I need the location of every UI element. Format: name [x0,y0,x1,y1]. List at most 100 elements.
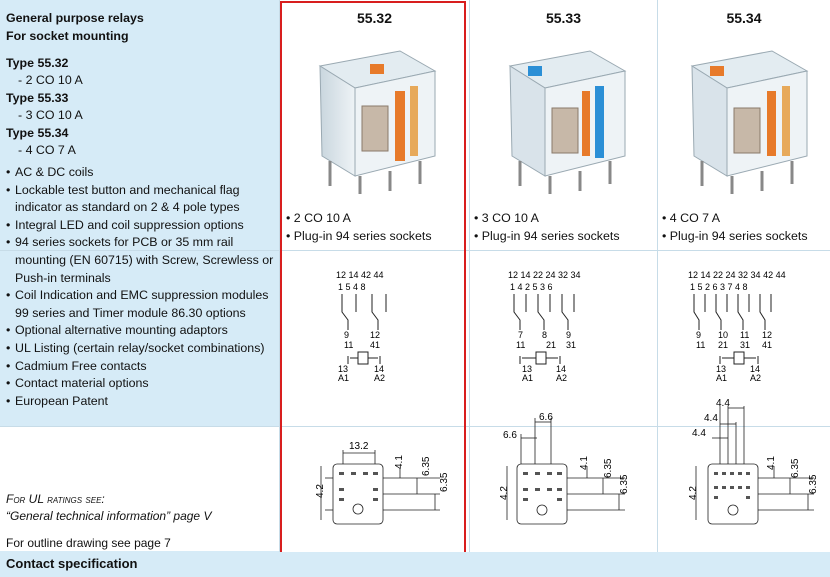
feature-socket: Plug-in 94 series sockets [662,227,808,245]
dim-label: 4.4 [704,413,718,424]
outline-drawing-55-34: 4.4 4.4 4.4 4.1 6.35 6.35 4.2 [688,398,819,525]
dim-label: 6.35 [808,474,819,494]
dim-label: 6.35 [790,458,801,478]
outline-note: For outline drawing see page 7 [6,536,171,550]
dim-label: 6.6 [503,430,517,441]
pin-label: 12 [762,330,772,340]
type-55-33-label: Type 55.33 [6,91,69,105]
feature-item: Optional alternative mounting adaptors [6,322,274,340]
dim-label: 4.2 [499,486,510,500]
dim-label: 6.6 [539,412,553,423]
dim-label: 4.1 [766,456,777,470]
type-55-34-spec: - 4 CO 7 A [18,143,76,157]
pin-label: 21 [546,340,556,350]
col-title-55-34: 55.34 [726,10,762,26]
coil-label: 13 [338,364,348,374]
dim-label: 13.2 [349,441,369,452]
outline-drawing-55-32: 13.2 4.1 6.35 6.35 4.2 [315,441,450,525]
dim-label: 4.1 [394,455,405,469]
dim-label: 4.2 [688,486,699,500]
coil-label: 13 [716,364,726,374]
feature-item: Lockable test button and mechanical flag… [6,182,274,217]
feature-item: Coil Indication and EMC suppression modu… [6,287,274,322]
coil-label: 14 [750,364,760,374]
feature-rating: 2 CO 10 A [286,209,432,227]
dim-label: 6.35 [439,472,450,492]
coil-label: A2 [750,373,761,383]
pin-label: 7 [518,330,523,340]
pin-label: 11 [344,340,353,350]
pin-labels-mid: 1 5 4 8 [338,282,366,292]
pin-labels-top: 12 14 22 24 32 34 [508,270,581,280]
coil-label: A1 [338,373,349,383]
dim-label: 6.35 [603,458,614,478]
dim-label: 6.35 [421,456,432,476]
pin-label: 8 [542,330,547,340]
coil-label: 14 [556,364,566,374]
feature-item: UL Listing (certain relay/socket combina… [6,340,274,358]
pin-label: 31 [740,340,750,350]
coil-label: A2 [374,373,385,383]
feature-socket: Plug-in 94 series sockets [286,227,432,245]
feature-socket: Plug-in 94 series sockets [474,227,620,245]
feature-list: AC & DC coils Lockable test button and m… [6,164,274,410]
coil-label: 13 [522,364,532,374]
type-55-34-label: Type 55.34 [6,126,69,140]
col-title-55-32: 55.32 [356,10,393,26]
selected-column-highlight [280,1,466,575]
dim-label: 4.1 [579,456,590,470]
wiring-diagram-55-33: 12 14 22 24 32 34 1 4 2 5 3 6 7 8 9 11 2… [508,270,581,383]
feature-item: Contact material options [6,375,274,393]
type-55-32-label: Type 55.32 [6,56,69,70]
pin-labels-mid: 1 4 2 5 3 6 [510,282,553,292]
features-55-32: 2 CO 10 A Plug-in 94 series sockets [286,209,432,245]
feature-item: 94 series sockets for PCB or 35 mm rail … [6,234,274,287]
feature-item: Integral LED and coil suppression option… [6,217,274,235]
feature-item: Cadmium Free contacts [6,358,274,376]
pin-label: 9 [566,330,571,340]
pin-label: 21 [718,340,728,350]
pin-labels-mid: 1 5 2 6 3 7 4 8 [690,282,748,292]
pin-label: 41 [370,340,380,350]
dim-label: 4.2 [315,484,326,498]
wiring-diagram-55-34: 12 14 22 24 32 34 42 44 1 5 2 6 3 7 4 8 … [688,270,786,383]
pin-labels-top: 12 14 22 24 32 34 42 44 [688,270,786,280]
type-55-33-spec: - 3 CO 10 A [18,108,83,122]
col-title-55-33: 55.33 [545,10,582,26]
feature-item: European Patent [6,393,274,411]
dim-label: 6.35 [619,474,630,494]
section-subtitle: For socket mounting [6,29,129,43]
feature-item: AC & DC coils [6,164,274,182]
pin-label: 11 [740,330,749,340]
dim-label: 4.4 [716,398,730,409]
section-title: General purpose relays [6,11,144,25]
feature-rating: 4 CO 7 A [662,209,808,227]
pin-labels-top: 12 14 42 44 [336,270,384,280]
relay-55-32-image [318,50,437,194]
pin-label: 31 [566,340,576,350]
relay-55-34-image [690,50,809,194]
contact-specification-bar: Contact specification [0,552,830,577]
feature-rating: 3 CO 10 A [474,209,620,227]
coil-label: 14 [374,364,384,374]
pin-label: 9 [344,330,349,340]
features-55-34: 4 CO 7 A Plug-in 94 series sockets [662,209,808,245]
dim-label: 4.4 [692,428,706,439]
wiring-diagram-55-32: 12 14 42 44 1 5 4 8 9 12 11 41 13 A1 14 … [336,270,387,383]
pin-label: 11 [696,340,705,350]
contact-specification-label: Contact specification [6,556,138,571]
relay-55-33-image [508,50,627,194]
pin-label: 10 [718,330,728,340]
coil-label: A1 [716,373,727,383]
ul-note-link[interactable]: “General technical information” page V [6,509,212,523]
pin-label: 12 [370,330,380,340]
features-55-33: 3 CO 10 A Plug-in 94 series sockets [474,209,620,245]
pin-label: 9 [696,330,701,340]
ul-note-heading: For UL ratings see: [6,492,105,506]
coil-label: A1 [522,373,533,383]
outline-drawing-55-33: 6.6 6.6 4.1 6.35 6.35 4.2 [499,412,630,525]
type-55-32-spec: - 2 CO 10 A [18,73,83,87]
coil-label: A2 [556,373,567,383]
pin-label: 11 [516,340,525,350]
pin-label: 41 [762,340,772,350]
